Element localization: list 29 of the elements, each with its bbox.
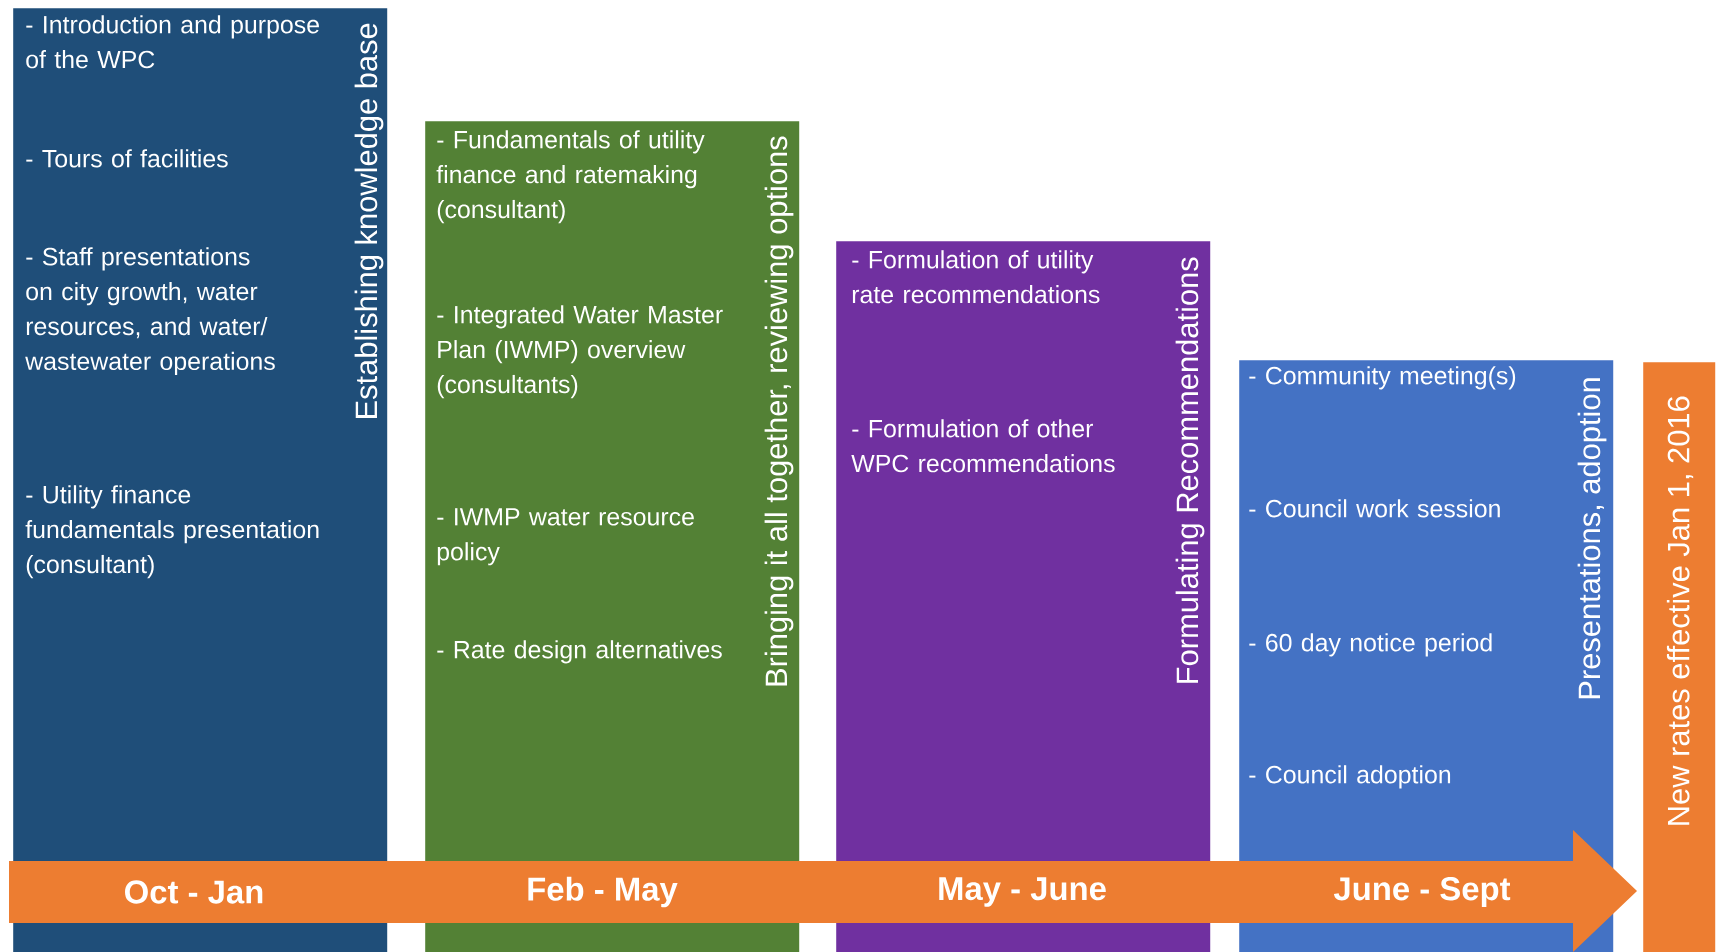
- bullet-text: - Staff presentations on city growth, water resources, and water/ wastewater operations: [25, 247, 275, 375]
- bullet-text: - 60 day notice period: [1249, 633, 1492, 657]
- phase-column: [13, 8, 388, 952]
- phase-column: [1239, 360, 1614, 952]
- phase-title: Establishing knowledge base: [354, 23, 384, 418]
- timeline-arrow: [9, 830, 1637, 952]
- period-label: Feb - May: [528, 876, 678, 908]
- bullet-text: - Fundamentals of utility finance and ratemaking (consultant): [436, 130, 705, 224]
- period-label: June - Sept: [1333, 877, 1511, 907]
- bullet-text: - Integrated Water Master Plan (IWMP) overview (consultants): [437, 305, 723, 399]
- phase-column: [1643, 362, 1716, 952]
- phase-title: New rates effective Jan 1, 2016: [1666, 396, 1694, 825]
- phase-title: Presentations, adoption: [1577, 378, 1607, 699]
- bullet-text: - Formulation of other WPC recommendations: [851, 419, 1115, 473]
- period-label: Oct - Jan: [125, 880, 263, 904]
- bullet-text: - Community meeting(s): [1249, 366, 1516, 390]
- phase-title: Bringing it all together, reviewing options: [764, 136, 794, 686]
- bullet-text: - Tours of facilities: [26, 149, 228, 168]
- period-label: May - June: [939, 877, 1106, 907]
- phase-column: [425, 121, 800, 952]
- bullet-text: - Rate design alternatives: [437, 640, 722, 664]
- bullet-text: - Formulation of utility rate recommendations: [852, 250, 1100, 304]
- bullet-text: - Council work session: [1249, 499, 1500, 518]
- phase-column: [836, 241, 1211, 952]
- bullet-text: - Council adoption: [1249, 765, 1451, 789]
- bullet-text: - IWMP water resource policy: [437, 508, 694, 566]
- bullet-text: - Utility finance fundamentals presentation (consultant): [25, 485, 319, 579]
- bullet-text: - Introduction and purpose of the WPC: [26, 15, 319, 69]
- phase-title: Formulating Recommendations: [1175, 257, 1205, 683]
